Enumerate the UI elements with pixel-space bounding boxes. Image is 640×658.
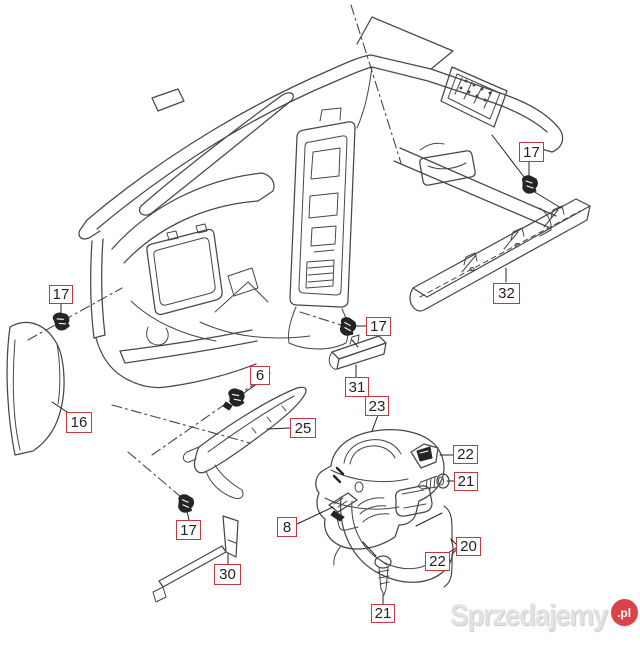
- center-stack: [289, 66, 373, 308]
- part-32-trim-strip: [409, 198, 591, 312]
- callout-17-left: 17: [49, 285, 73, 304]
- callout-23: 23: [365, 396, 389, 416]
- callout-22-lower: 22: [425, 552, 450, 571]
- part-30-lower-trim: [152, 515, 239, 603]
- clip-6: [222, 387, 246, 411]
- watermark-badge-label: .pl: [617, 605, 632, 620]
- callout-21-upper: 21: [454, 472, 478, 491]
- callout-8: 8: [277, 517, 297, 537]
- callout-31: 31: [345, 377, 369, 397]
- part-25-column-trim: [182, 386, 307, 499]
- callout-25: 25: [290, 418, 316, 438]
- watermark-text: Sprzedajemy: [450, 599, 608, 632]
- dashboard-body: [78, 16, 564, 389]
- part-31-trim-strip: [328, 334, 387, 370]
- part-23-shroud: [315, 429, 445, 550]
- callout-32: 32: [493, 283, 520, 304]
- right-dash: [393, 66, 557, 237]
- callout-17-top-right: 17: [519, 142, 544, 162]
- watermark: Sprzedajemy .pl: [450, 599, 638, 632]
- callout-20: 20: [456, 537, 481, 556]
- screw-21-lower: [374, 555, 392, 596]
- part-16-end-cap: [6, 322, 65, 456]
- callout-17-bottom-left: 17: [176, 520, 201, 540]
- callout-30: 30: [214, 564, 241, 585]
- callout-6: 6: [250, 366, 270, 385]
- callout-22-upper: 22: [453, 445, 478, 464]
- callout-21-lower: 21: [371, 604, 395, 623]
- alignment-lines: [27, 4, 402, 498]
- callout-16: 16: [66, 412, 92, 433]
- part-22-bracket: [410, 443, 439, 469]
- watermark-badge: .pl: [610, 599, 638, 626]
- callout-17-middle: 17: [366, 317, 391, 336]
- part-8-latch: [328, 492, 358, 522]
